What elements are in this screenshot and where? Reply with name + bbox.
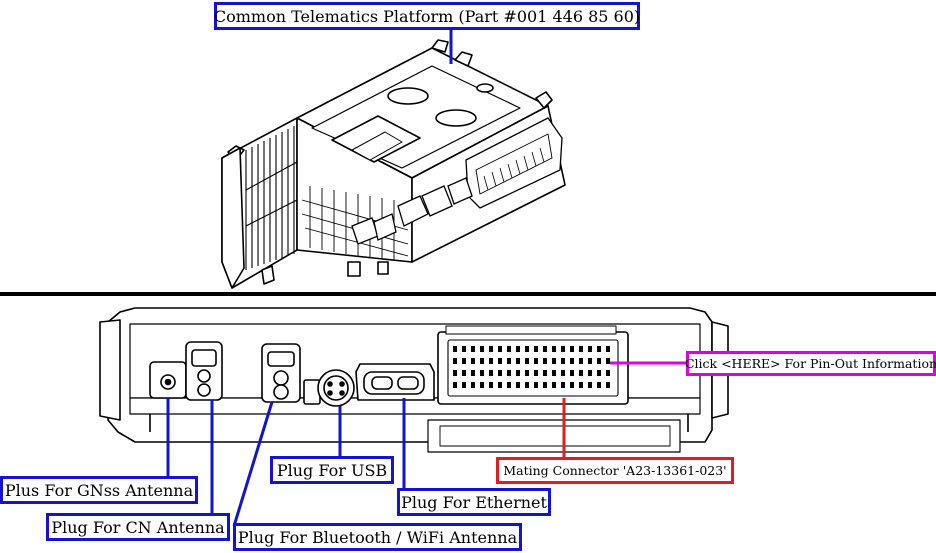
connector-pin: [489, 382, 493, 388]
module-front-view-drawing: [99, 307, 729, 453]
connector-pin: [579, 346, 583, 352]
connector-pin: [453, 346, 457, 352]
connector-pin: [543, 382, 547, 388]
connector-pin: [534, 382, 538, 388]
connector-pin: [498, 346, 502, 352]
connector-pin: [561, 358, 565, 364]
connector-pin: [507, 382, 511, 388]
connector-pin: [606, 346, 610, 352]
connector-pin: [570, 370, 574, 376]
connector-pin: [462, 346, 466, 352]
connector-pin: [552, 358, 556, 364]
pinout-link-callout[interactable]: Click <HERE> For Pin-Out Information: [685, 351, 936, 376]
connector-pin: [480, 370, 484, 376]
connector-pin: [480, 358, 484, 364]
connector-pin: [480, 346, 484, 352]
gnss-antenna-callout: Plus For GNss Antenna: [0, 476, 198, 504]
connector-pin: [534, 358, 538, 364]
connector-pin: [597, 382, 601, 388]
connector-pin: [579, 382, 583, 388]
connector-pin: [462, 370, 466, 376]
title-callout: Common Telematics Platform (Part #001 44…: [214, 2, 640, 30]
connector-pin: [516, 358, 520, 364]
mating-connector-callout: Mating Connector 'A23-13361-023': [496, 457, 734, 484]
connector-pin: [516, 370, 520, 376]
connector-pin: [507, 346, 511, 352]
connector-pin: [579, 370, 583, 376]
connector-pin: [471, 358, 475, 364]
connector-pin: [552, 346, 556, 352]
connector-pin: [498, 358, 502, 364]
connector-pin: [516, 346, 520, 352]
connector-pin: [498, 382, 502, 388]
connector-pin: [516, 382, 520, 388]
connector-pin: [453, 370, 457, 376]
connector-pin: [507, 358, 511, 364]
connector-pin: [543, 370, 547, 376]
connector-pin: [534, 370, 538, 376]
connector-pin: [525, 370, 529, 376]
connector-pin: [561, 346, 565, 352]
connector-pin: [552, 382, 556, 388]
connector-pin: [588, 346, 592, 352]
connector-pin: [579, 358, 583, 364]
connector-pin: [543, 346, 547, 352]
connector-pin: [588, 382, 592, 388]
connector-pin: [570, 382, 574, 388]
connector-pin: [453, 382, 457, 388]
connector-pin: [489, 370, 493, 376]
connector-pin: [489, 358, 493, 364]
connector-pin: [471, 370, 475, 376]
bluetooth-wifi-callout: Plug For Bluetooth / WiFi Antenna: [233, 523, 522, 551]
connector-pin: [606, 370, 610, 376]
connector-pin: [498, 370, 502, 376]
connector-pin: [525, 358, 529, 364]
connector-pin: [525, 346, 529, 352]
connector-pin: [525, 382, 529, 388]
connector-pin: [462, 382, 466, 388]
connector-pin: [606, 358, 610, 364]
connector-pin: [588, 358, 592, 364]
usb-callout: Plug For USB: [270, 456, 394, 484]
connector-pin: [561, 370, 565, 376]
connector-pin: [462, 358, 466, 364]
section-divider: [0, 292, 936, 296]
module-isometric-drawing: [221, 39, 566, 289]
connector-pin: [480, 382, 484, 388]
ethernet-callout: Plug For Ethernet: [397, 488, 551, 516]
connector-pin: [534, 346, 538, 352]
connector-pin: [597, 370, 601, 376]
connector-pin: [570, 358, 574, 364]
connector-pin: [543, 358, 547, 364]
connector-pin: [561, 382, 565, 388]
connector-pin: [552, 370, 556, 376]
connector-pin: [471, 382, 475, 388]
connector-pin: [606, 382, 610, 388]
cn-antenna-callout: Plug For CN Antenna: [46, 513, 230, 541]
connector-pin: [570, 346, 574, 352]
connector-pin: [453, 358, 457, 364]
connector-pin: [597, 358, 601, 364]
connector-pin: [507, 370, 511, 376]
connector-pin: [597, 346, 601, 352]
connector-pin: [489, 346, 493, 352]
connector-pin: [588, 370, 592, 376]
connector-pin: [471, 346, 475, 352]
